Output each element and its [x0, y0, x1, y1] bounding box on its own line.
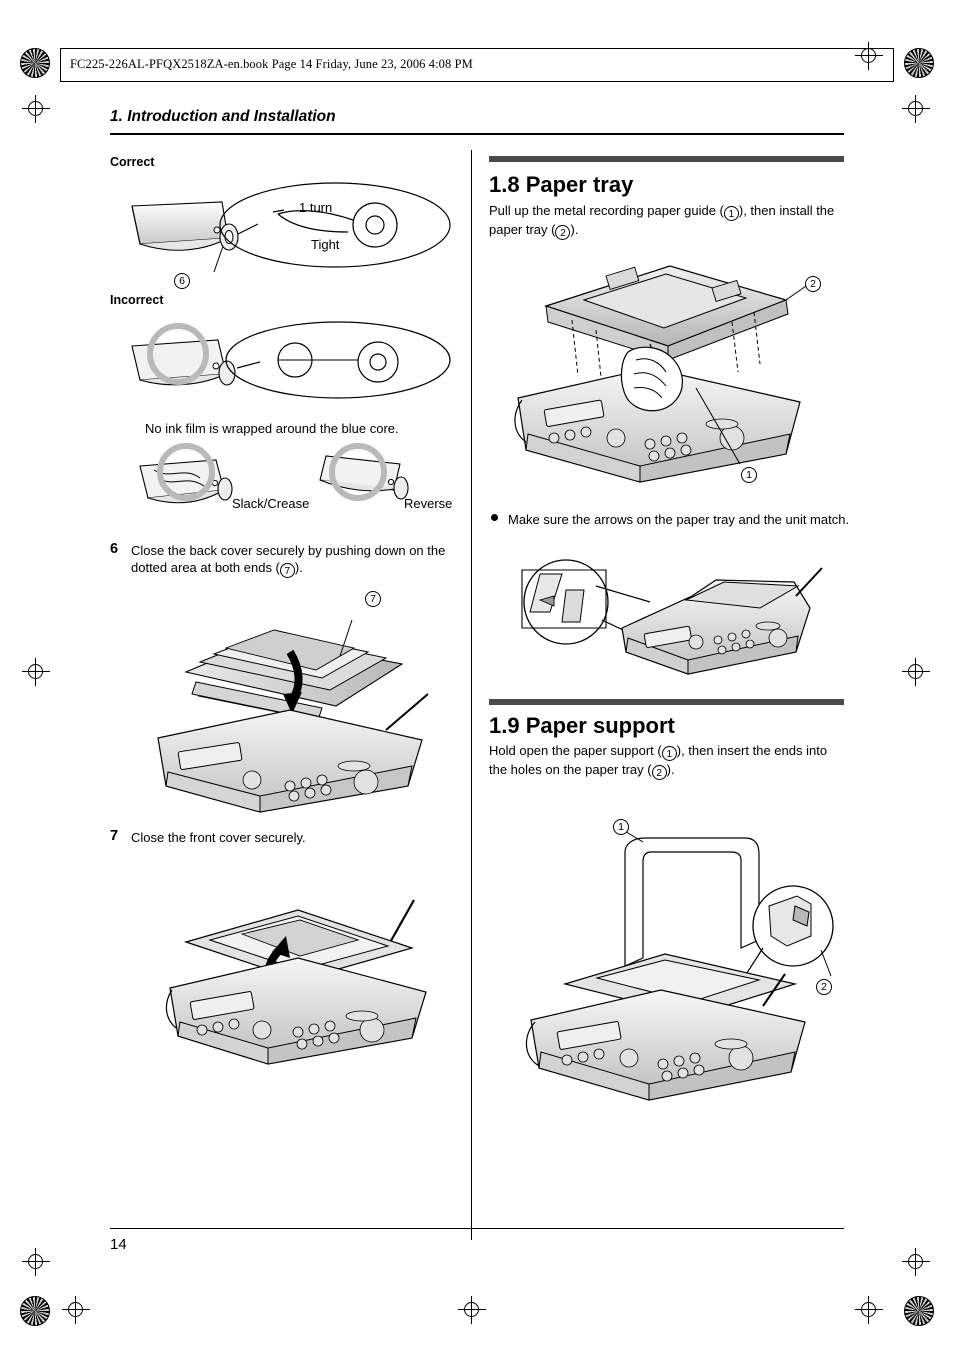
marker-7-back-cover: 7	[365, 591, 381, 607]
crop-mark-left-bottom	[22, 1248, 50, 1276]
section-1-8-marker-2: 2	[555, 225, 571, 240]
header-box	[60, 48, 894, 82]
crop-mark-bottom-center	[458, 1296, 486, 1324]
figure-correct-film	[110, 180, 470, 290]
section-1-8-intro-c: ).	[570, 222, 579, 237]
section-1-9-intro-b: ), then insert the ends into the holes o…	[489, 743, 828, 777]
registration-star-top-right	[904, 48, 934, 78]
crop-mark-left-mid	[22, 658, 50, 686]
label-correct: Correct	[110, 155, 155, 169]
step-7-number: 7	[110, 828, 119, 844]
figure-reverse	[310, 443, 430, 514]
marker-1-paper-guide: 1	[741, 467, 757, 483]
section-1-8-intro: Pull up the metal recording paper guide …	[489, 202, 841, 240]
page-number: 14	[110, 1236, 127, 1253]
figure-paper-support	[505, 808, 845, 1108]
step-6-text-b: ).	[294, 560, 303, 575]
section-1-8-intro-a: Pull up the metal recording paper guide …	[489, 203, 724, 218]
footer-rule	[110, 1228, 844, 1229]
step-6-marker: 7	[279, 563, 295, 578]
header-filename: FC225-226AL-PFQX2518ZA-en.book Page 14 F…	[70, 57, 473, 71]
chapter-rule	[110, 133, 844, 135]
step-6-number: 6	[110, 541, 119, 557]
crop-mark-bottom-left-inner	[62, 1296, 90, 1324]
section-1-9-intro-a: Hold open the paper support (	[489, 743, 662, 758]
section-1-8-intro-b: ), then install the paper tray (	[489, 203, 835, 237]
registration-star-bottom-left	[20, 1296, 50, 1326]
caption-slack-crease: Slack/Crease	[232, 496, 310, 511]
step-6-text: Close the back cover securely by pushing…	[131, 542, 461, 578]
caption-no-ink-film: No ink film is wrapped around the blue c…	[145, 421, 399, 436]
marker-6-correct: 6	[174, 273, 190, 289]
caption-one-turn: 1 turn	[299, 200, 333, 215]
crop-mark-left-top	[22, 95, 50, 123]
caption-tight: Tight	[311, 237, 340, 252]
section-1-9-bar	[489, 699, 844, 705]
registration-star-bottom-right	[904, 1296, 934, 1326]
section-1-8-title: 1.8 Paper tray	[489, 172, 634, 197]
step-6-text-a: Close the back cover securely by pushing…	[131, 543, 446, 575]
step-7-text: Close the front cover securely.	[131, 830, 306, 845]
section-1-9-marker-1: 1	[661, 746, 677, 761]
section-1-8-bar	[489, 156, 844, 162]
chapter-title: 1. Introduction and Installation	[110, 108, 336, 125]
figure-install-paper-tray	[500, 248, 840, 498]
figure-arrows-match	[510, 556, 830, 686]
figure-slack-crease	[128, 443, 258, 514]
figure-incorrect-core	[110, 318, 470, 418]
crop-mark-right-mid	[902, 658, 930, 686]
section-1-9-title: 1.9 Paper support	[489, 713, 675, 738]
section-1-8-marker-1: 1	[723, 206, 739, 221]
figure-close-back-cover	[140, 590, 440, 820]
bullet-dot	[491, 514, 498, 521]
crop-mark-right-top	[902, 95, 930, 123]
section-1-9-intro-c: ).	[666, 762, 675, 777]
crop-mark-bottom-right-inner	[855, 1296, 883, 1324]
figure-close-front-cover	[150, 870, 440, 1070]
marker-2-paper-support: 2	[816, 979, 832, 995]
note-arrows-match-text: Make sure the arrows on the paper tray a…	[508, 512, 850, 527]
section-1-9-marker-2: 2	[651, 765, 667, 780]
crop-mark-right-bottom	[902, 1248, 930, 1276]
registration-star-top-left	[20, 48, 50, 78]
marker-1-paper-support: 1	[613, 819, 629, 835]
column-divider	[471, 150, 472, 1240]
caption-reverse: Reverse	[404, 496, 453, 511]
note-arrows-match: Make sure the arrows on the paper tray a…	[491, 511, 860, 528]
label-incorrect: Incorrect	[110, 293, 164, 307]
section-1-9-intro: Hold open the paper support (1), then in…	[489, 742, 841, 780]
marker-2-paper-tray: 2	[805, 276, 821, 292]
